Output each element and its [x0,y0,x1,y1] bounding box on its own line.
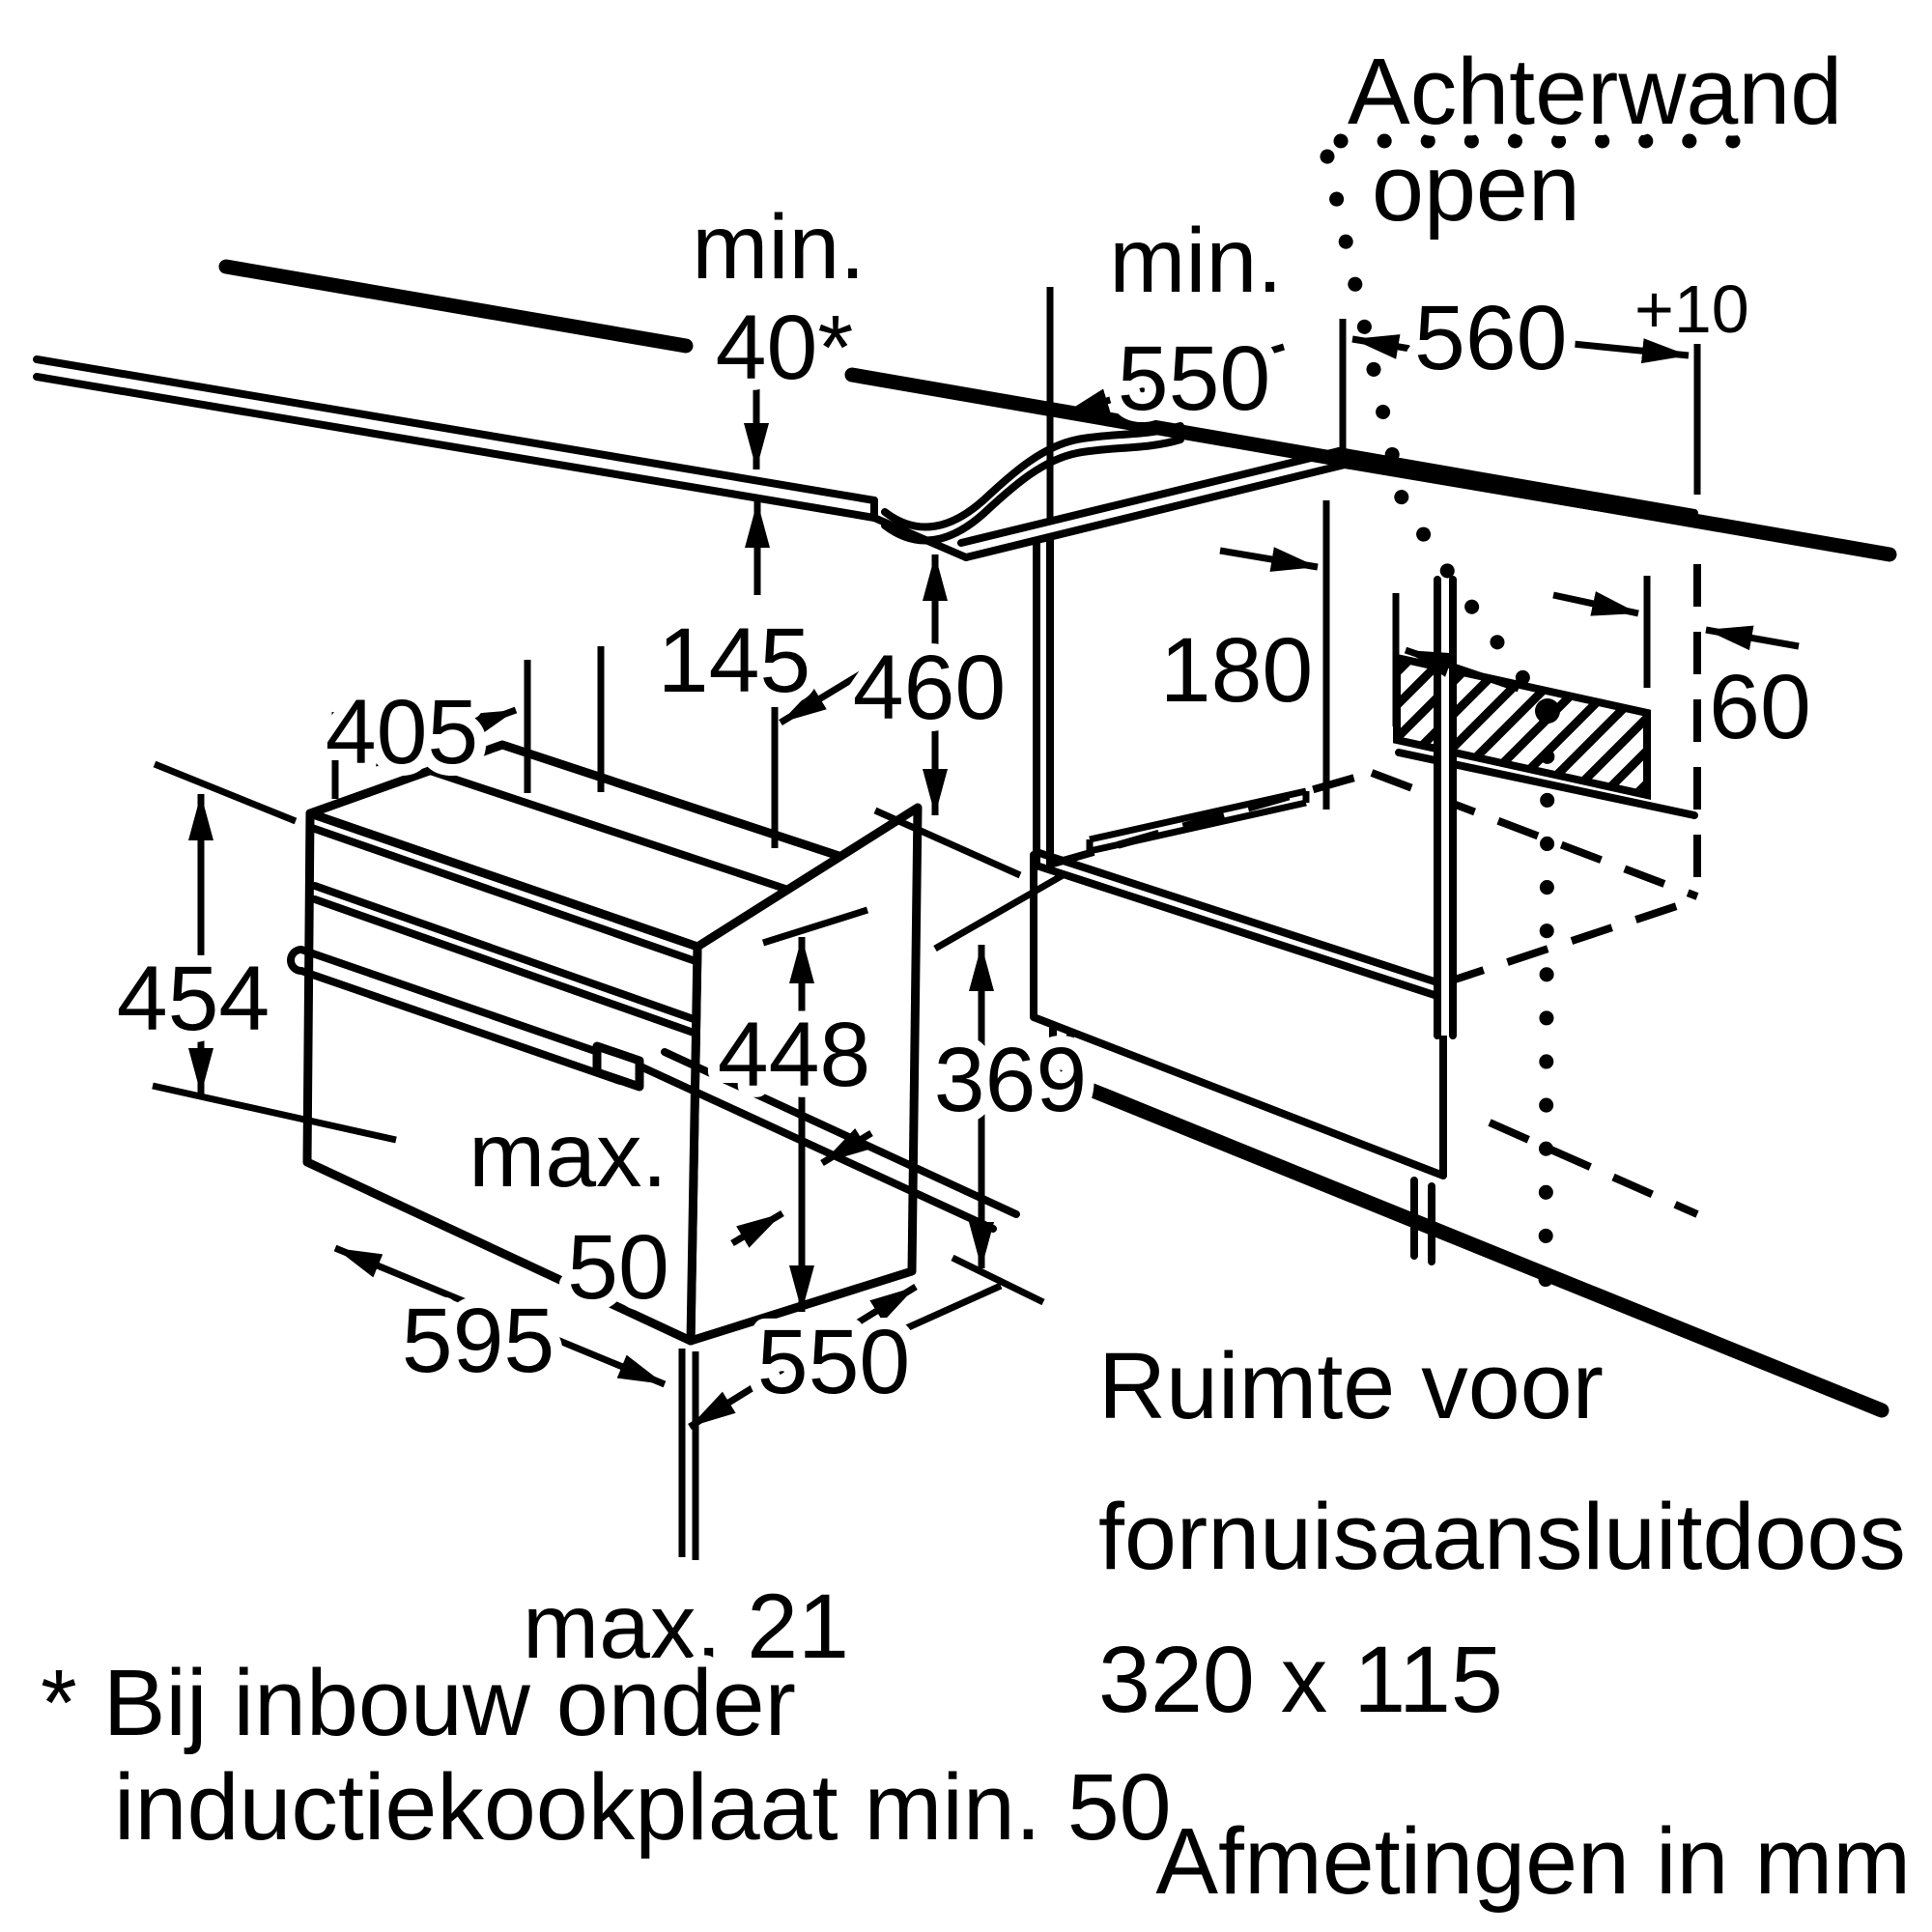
dim-box-arrow-right [1552,591,1639,617]
dimension-arrows [152,334,1800,1430]
max50-arrow-up [730,1209,784,1248]
open-label: open [1372,135,1580,241]
niche-left-wall [1033,535,1054,870]
oven-front-top-inner-edge [308,824,699,965]
dim595-label: 595 [402,1290,555,1392]
dim180-arrow [1219,547,1319,572]
dim460-tick [873,807,1022,879]
dim560-arrow-left [1351,334,1417,359]
hidden-back-bottom-edge [1370,769,1699,900]
dim550-bottom-label: 550 [757,1311,911,1413]
ruimte-line3: 320 x 115 [1098,1627,1503,1732]
worktop-front-bottom [33,373,878,522]
dim60-arrow [1705,625,1800,651]
dim369-label: 369 [934,1029,1088,1131]
max21-lines [678,1349,699,1560]
niche-floor-front-edge [1036,849,1447,1002]
worktop-back-edge-left [218,259,694,354]
labels: Achterwand open min. 40* min. 550 560 +1… [29,27,1922,1925]
dim448-tick [761,906,869,947]
min40-prefix: min. [692,196,865,298]
max50-value: 50 [567,1216,669,1319]
dim145-ticks [597,646,779,848]
achterwand-leader [1320,133,1772,1298]
oven-top-step-line [426,767,821,903]
dim550-bottom-tick [902,1282,1003,1333]
hidden-plinth-edge [1488,1119,1699,1218]
ruimte-line2: fornuisaansluitdoos [1098,1484,1906,1589]
dim448-label: 448 [718,1004,871,1106]
dim405-ticks [331,660,531,799]
dim595-arrow [333,1244,667,1388]
dim454-label: 454 [117,948,270,1050]
min550-value: 550 [1118,327,1271,430]
dim180-label: 180 [1160,619,1314,722]
connection-box [1393,576,1698,1039]
oven-drawing [287,740,1020,1346]
dim405-label: 405 [326,681,479,783]
dim560-value: 560 [1414,287,1568,389]
dim145-label: 145 [658,610,811,712]
mains-cable [881,422,1184,545]
achterwand-label: Achterwand [1348,39,1842,144]
worktop-underside-left [957,447,1349,561]
dim-min550-arrow [1061,343,1286,418]
dim405-arrow [355,706,518,772]
oven-door-handle [287,946,644,1092]
dim145-arrow [779,656,888,725]
dim-box-arrow-left [1404,646,1520,693]
max50-arrow-down [820,1127,873,1166]
hidden-back-left-edge [1051,769,1374,867]
min40-value: 40* [716,297,854,399]
dim60-label: 60 [1709,656,1811,758]
handle-end-bracket [592,1041,644,1092]
worktop-underside-right [1335,447,1703,528]
max21-label: max. 21 [523,1576,849,1678]
min550-prefix: min. [1109,210,1282,312]
ruimte-line1: Ruimte voor [1098,1333,1604,1438]
dim560-arrow-right [1572,338,1690,364]
oven-control-panel-line [311,882,697,1037]
dim460-label: 460 [853,637,1007,739]
dim369-ticks [933,870,1066,1306]
dim454-ticks [152,760,397,1144]
plinth-floor-line [992,1045,1889,1418]
worktop-front-top [33,355,878,504]
worktop-back-edge-right [844,367,1897,562]
cabinet-niche [992,535,1889,1418]
footnote-line1: * Bij inbouw onder [41,1650,796,1755]
dim560-tolerance: +10 [1634,271,1749,347]
dim550-bottom-arrow [688,1284,918,1430]
units-note: Afmetingen in mm [1155,1808,1911,1914]
support-rail [1086,787,1310,855]
max50-prefix: max. [469,1104,668,1207]
footnote-line2: inductiekookplaat min. 50 [114,1754,1172,1860]
hidden-floor-right-edge [1441,895,1699,987]
drawer-front-panel [1030,851,1447,1179]
